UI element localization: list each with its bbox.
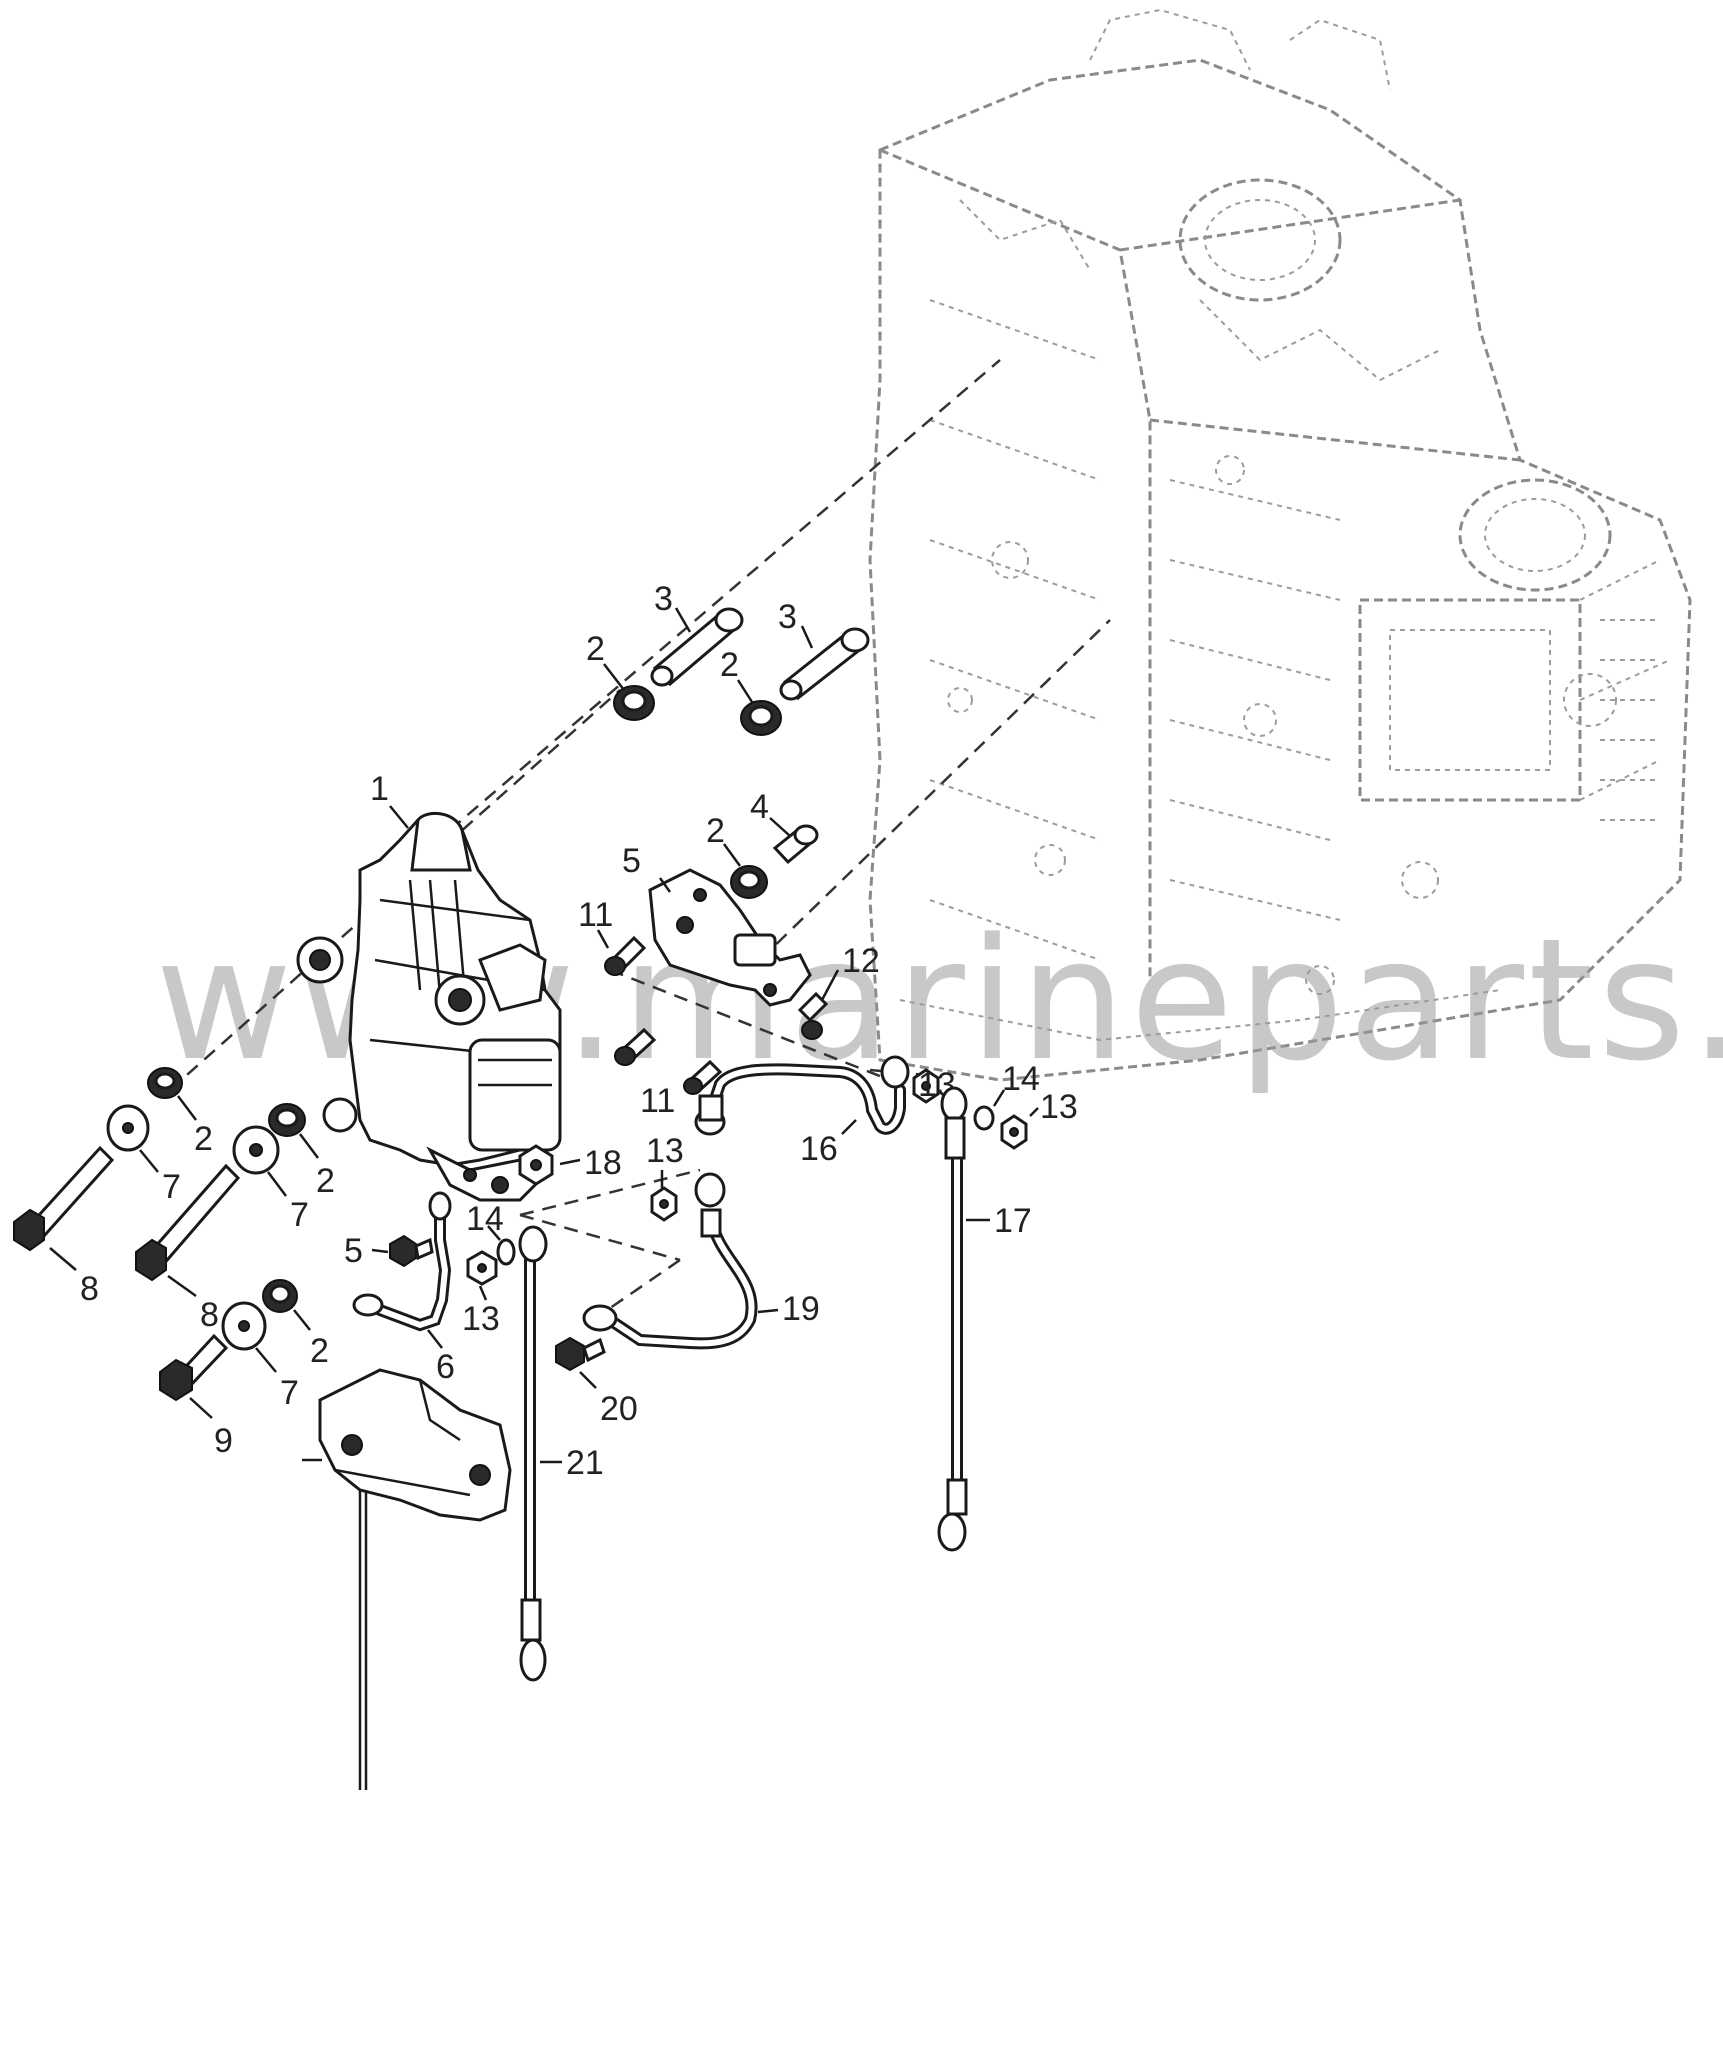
callout-2-d: 2 [194,1120,213,1158]
grommet-upper-right [740,700,782,736]
solenoid-bracket [648,868,812,1007]
nut-17 [518,1144,554,1186]
callout-2-e: 2 [316,1162,335,1200]
callout-2-c: 2 [706,812,725,850]
cable-long-20 [518,1225,548,1682]
grommet-left-middle [268,1103,306,1137]
bolt-left-lower [159,1333,229,1402]
callout-4: 4 [750,788,769,826]
cable-curved-15 [694,1055,910,1136]
screw-upper [604,935,647,976]
callout-11-a: 11 [578,896,613,934]
callout-2-a: 2 [586,630,605,668]
grommet-left-lower [262,1279,298,1313]
callout-6: 5 [344,1232,363,1270]
callout-17: 18 [584,1144,622,1182]
callout-12: 12 [842,942,880,980]
screw-12 [797,991,829,1040]
callout-1: 1 [370,770,389,808]
grommet-middle [730,865,768,899]
bolt-left-upper [13,1145,115,1252]
callout-18: 19 [782,1290,820,1328]
callout-2-b: 2 [720,646,739,684]
callout-2-f: 2 [310,1332,329,1370]
sleeve-upper-right [779,627,870,701]
callout-13-a: 13 [646,1132,684,1170]
callout-8-b: 8 [200,1296,219,1334]
cable-short [352,1191,452,1332]
engine-block [868,8,1692,1082]
starter-motor [296,811,562,1202]
washer-14-center [496,1238,516,1266]
callout-10: 5 [622,842,641,880]
callout-16: 17 [994,1202,1032,1240]
terminal-cover [318,1368,512,1790]
grommet-upper-left [613,685,655,721]
washer-left-lower [221,1301,267,1351]
callout-7-c: 7 [280,1374,299,1412]
callout-15: 16 [800,1130,838,1168]
callout-19: 20 [600,1390,638,1428]
bolt-left-middle [135,1163,241,1282]
sleeve-upper-left [650,607,744,687]
washer-left-upper [106,1104,150,1152]
nut-13-right [1000,1114,1028,1150]
cable-curved-18 [582,1172,758,1350]
nut-13-upper [912,1068,940,1104]
callout-20: 21 [566,1444,604,1482]
washer-left-middle [232,1125,280,1175]
cable-long-16 [937,1086,968,1552]
callout-13-d: 13 [1040,1088,1078,1126]
callout-3-b: 3 [778,598,797,636]
callout-11-b: 11 [640,1082,675,1120]
screw-6 [389,1234,434,1268]
nut-13-center [466,1250,498,1286]
callout-14-b: 14 [1002,1060,1040,1098]
callout-9: 9 [214,1422,233,1460]
callout-7-a: 7 [162,1168,181,1206]
screw-19 [555,1336,606,1372]
grommet-left-upper [147,1067,183,1099]
washer-14-right [973,1105,995,1131]
sleeve-short [772,824,819,865]
callout-5: 6 [436,1348,455,1386]
callout-7-b: 7 [290,1196,309,1234]
callout-8-a: 8 [80,1270,99,1308]
screw-lower [614,1027,723,1095]
callout-13-b: 13 [462,1300,500,1338]
nut-13-right-of-center [650,1186,678,1222]
callout-3-a: 3 [654,580,673,618]
alignment-lines [169,359,1111,1317]
callout-14-a: 14 [466,1200,504,1238]
